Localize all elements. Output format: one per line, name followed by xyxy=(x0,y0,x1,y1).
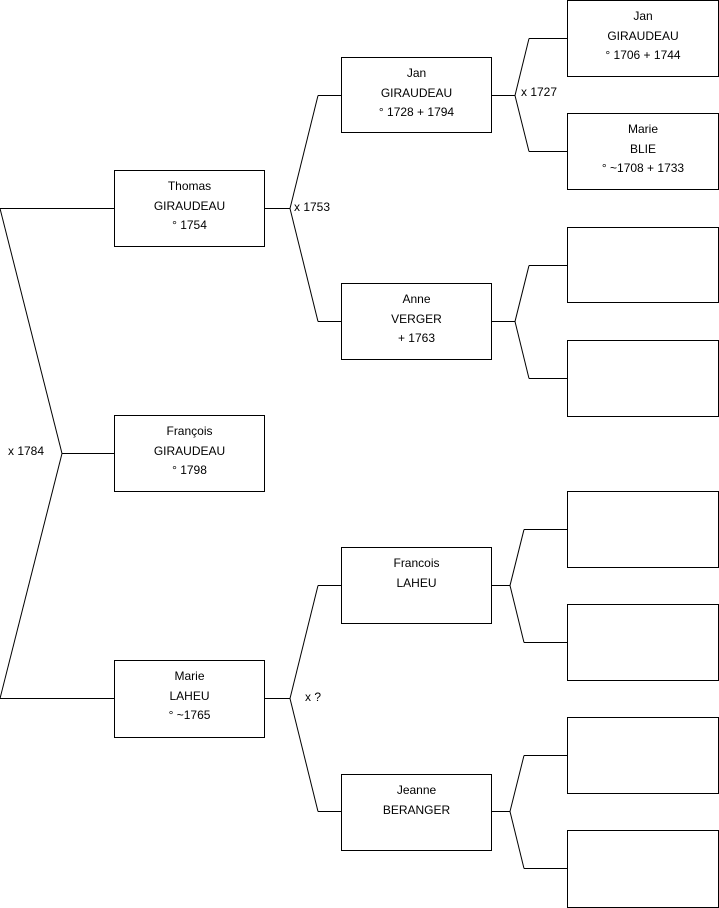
connector-line xyxy=(509,529,525,586)
person-jan-giraudeau-1728: Jan GIRAUDEAU ° 1728 + 1794 xyxy=(341,57,492,133)
marriage-label-maternal-grandparents: x ? xyxy=(305,690,322,704)
connector-line xyxy=(289,585,319,699)
connector-line xyxy=(0,208,63,454)
person-francois-giraudeau: François GIRAUDEAU ° 1798 xyxy=(114,415,265,492)
connector-line xyxy=(509,585,525,643)
marriage-label-paternal-great-grandparents: x 1727 xyxy=(521,85,558,99)
connector-line xyxy=(289,698,319,812)
person-first-name: François xyxy=(166,424,213,438)
person-anne-verger: Anne VERGER + 1763 xyxy=(341,283,492,360)
person-jan-giraudeau-1706: Jan GIRAUDEAU ° 1706 + 1744 xyxy=(567,0,719,77)
person-surname: GIRAUDEAU xyxy=(153,443,226,458)
person-first-name: Thomas xyxy=(167,179,212,193)
connector-line xyxy=(289,95,319,209)
person-first-name: Anne xyxy=(402,292,431,306)
person-first-name: Marie xyxy=(174,669,205,683)
person-first-name: Jan xyxy=(406,66,427,80)
connector-line xyxy=(0,453,63,699)
empty-person-box xyxy=(567,604,719,681)
connector-line xyxy=(514,38,530,96)
person-dates: ° 1754 xyxy=(172,218,207,232)
empty-person-box xyxy=(567,717,719,794)
person-jeanne-beranger: Jeanne BERANGER xyxy=(341,774,492,851)
empty-person-box xyxy=(567,491,719,568)
person-dates: ° 1706 + 1744 xyxy=(605,48,681,62)
person-surname: GIRAUDEAU xyxy=(607,28,679,43)
marriage-label-paternal-grandparents: x 1753 xyxy=(294,200,331,214)
empty-person-box xyxy=(567,227,719,303)
person-dates: ° ~1708 + 1733 xyxy=(601,161,685,175)
person-dates: ° 1798 xyxy=(172,463,207,477)
connector-line xyxy=(514,321,530,379)
person-dates: ° ~1765 xyxy=(168,708,211,722)
person-dates: ° 1728 + 1794 xyxy=(378,105,455,119)
connector-line xyxy=(509,755,525,812)
person-first-name: Jan xyxy=(633,9,653,23)
person-dates: + 1763 xyxy=(397,331,436,345)
person-surname: GIRAUDEAU xyxy=(380,85,453,100)
person-thomas-giraudeau: Thomas GIRAUDEAU ° 1754 xyxy=(114,170,265,247)
person-surname: LAHEU xyxy=(169,688,210,703)
connector-line xyxy=(514,95,530,152)
person-marie-blie: Marie BLIE ° ~1708 + 1733 xyxy=(567,113,719,190)
person-surname: GIRAUDEAU xyxy=(153,198,226,213)
person-surname: LAHEU xyxy=(396,575,437,590)
connector-line xyxy=(514,265,530,322)
person-first-name: Marie xyxy=(627,122,658,136)
connector-line xyxy=(289,208,319,322)
person-first-name: Jeanne xyxy=(396,783,437,797)
person-first-name: Francois xyxy=(393,556,440,570)
person-surname: BLIE xyxy=(629,141,656,156)
connector-line xyxy=(509,811,525,869)
person-marie-laheu: Marie LAHEU ° ~1765 xyxy=(114,660,265,738)
empty-person-box xyxy=(567,340,719,417)
person-surname: VERGER xyxy=(391,311,442,326)
empty-person-box xyxy=(567,830,719,908)
person-francois-laheu: Francois LAHEU xyxy=(341,547,492,624)
person-surname: BERANGER xyxy=(382,802,451,817)
marriage-label-parents: x 1784 xyxy=(8,444,45,458)
